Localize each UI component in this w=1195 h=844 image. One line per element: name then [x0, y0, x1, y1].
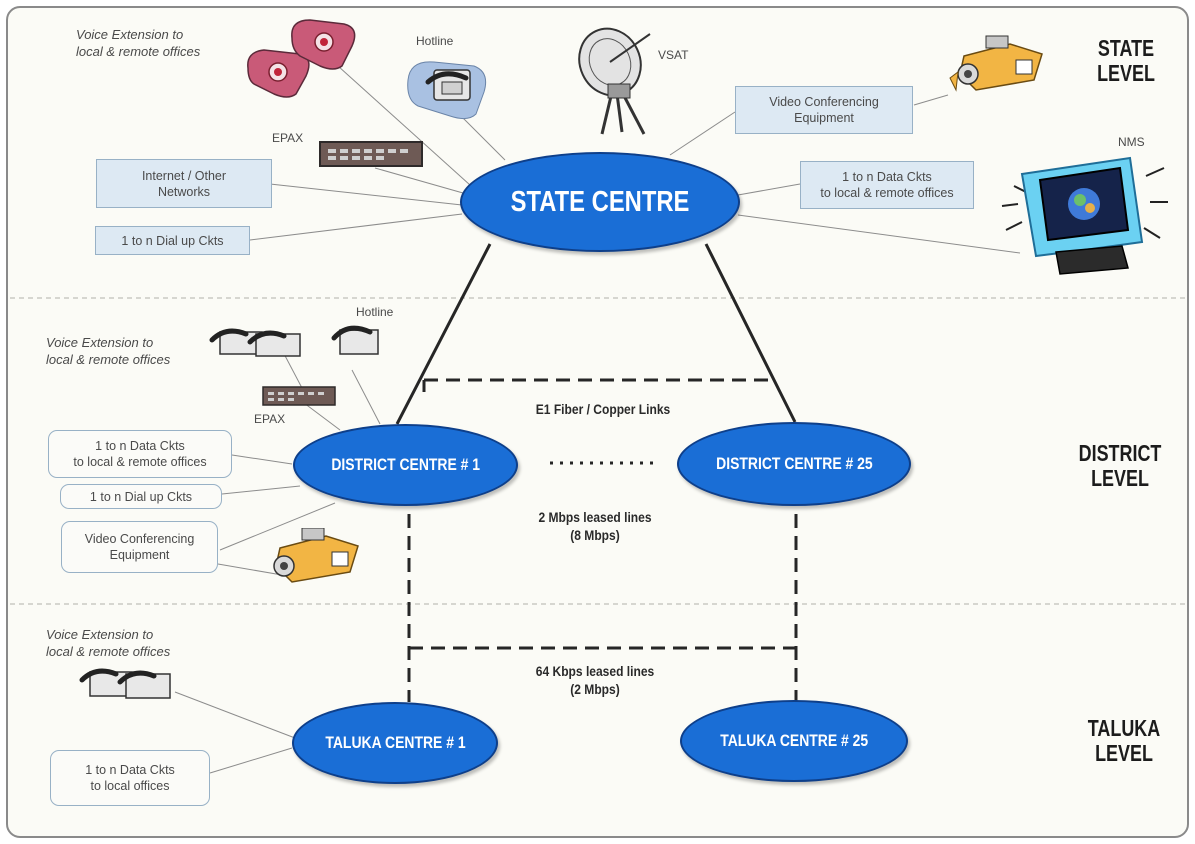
state-hotline-label: Hotline — [416, 34, 454, 48]
taluka-voice-extension-label: Voice Extension to local & remote office… — [46, 627, 171, 659]
state-vsat-label: VSAT — [658, 48, 689, 62]
video-camera-icon — [949, 35, 1043, 92]
taluka-connectors — [174, 691, 296, 774]
district-data-ckts-box: 1 to n Data Ckts to local & remote offic… — [48, 430, 232, 478]
nms-computer-icon — [1001, 156, 1168, 275]
district-leased-lines-label: 2 Mbps leased lines (8 Mbps) — [538, 509, 652, 543]
taluka-centre-25-label: TALUKA CENTRE # 25 — [720, 731, 868, 750]
state-level-label: STATE LEVEL — [1097, 35, 1155, 86]
district-voice-extension-label: Voice Extension to local & remote office… — [46, 335, 171, 367]
hotline-phone-icon — [407, 61, 487, 120]
voice-phones-icon — [247, 19, 356, 98]
state-district-link — [704, 243, 797, 423]
state-data-ckts-box: 1 to n Data Ckts to local & remote offic… — [800, 161, 974, 209]
diagram-frame — [6, 6, 1189, 838]
district-voice-phones-icon — [209, 328, 301, 357]
taluka-leased-lines-label: 64 Kbps leased lines (2 Mbps) — [535, 663, 655, 697]
district-epax-switch-icon — [262, 386, 336, 406]
state-connectors — [249, 47, 1021, 254]
district-level-label: DISTRICT LEVEL — [1078, 440, 1162, 491]
vsat-dish-icon — [578, 27, 651, 135]
taluka-level-label: TALUKA LEVEL — [1087, 715, 1161, 766]
state-epax-label: EPAX — [272, 131, 304, 145]
state-internet-box: Internet / Other Networks — [96, 159, 272, 208]
district-epax-label: EPAX — [254, 412, 286, 426]
taluka-voice-phones-icon — [79, 668, 171, 699]
district-hotline-label: Hotline — [356, 305, 394, 319]
taluka-centre-1-label: TALUKA CENTRE # 1 — [324, 733, 466, 752]
taluka-centre-1-node[interactable]: TALUKA CENTRE # 1 — [292, 702, 498, 784]
district-centre-25-node[interactable]: DISTRICT CENTRE # 25 — [677, 422, 911, 506]
epax-switch-icon — [319, 141, 423, 167]
state-centre-node[interactable]: STATE CENTRE — [460, 152, 740, 252]
state-dialup-ckts-box: 1 to n Dial up Ckts — [95, 226, 250, 255]
state-nms-label: NMS — [1118, 135, 1145, 149]
district-video-conf-box: Video Conferencing Equipment — [61, 521, 218, 573]
district-video-camera-icon — [273, 528, 359, 583]
state-centre-label: STATE CENTRE — [510, 185, 690, 218]
district-centre-1-node[interactable]: DISTRICT CENTRE # 1 — [293, 424, 518, 506]
state-voice-extension-label: Voice Extension to local & remote office… — [76, 27, 201, 59]
district-hotline-phone-icon — [331, 325, 379, 355]
district-centre-1-label: DISTRICT CENTRE # 1 — [331, 455, 480, 474]
taluka-centre-25-node[interactable]: TALUKA CENTRE # 25 — [680, 700, 908, 782]
district-centre-25-label: DISTRICT CENTRE # 25 — [715, 454, 873, 473]
district-dialup-ckts-box: 1 to n Dial up Ckts — [60, 484, 222, 509]
state-video-conf-box: Video Conferencing Equipment — [735, 86, 913, 134]
taluka-data-ckts-box: 1 to n Data Ckts to local offices — [50, 750, 210, 806]
state-district-link — [395, 243, 492, 425]
e1-link-label: E1 Fiber / Copper Links — [535, 401, 671, 417]
